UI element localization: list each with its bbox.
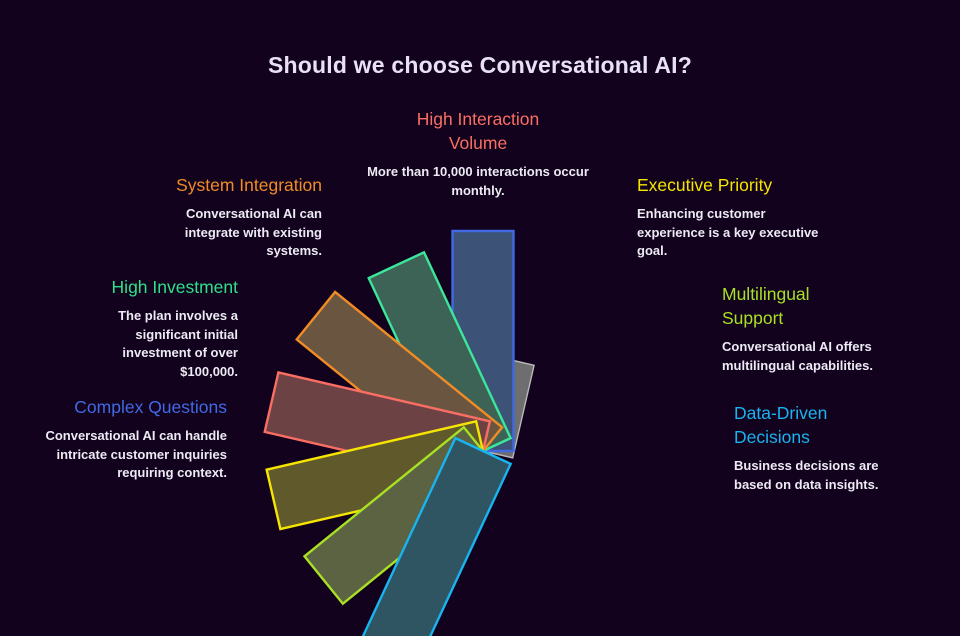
callout-executive-priority: Executive Priority Enhancing customer ex… xyxy=(637,173,827,261)
callout-body-data-driven-decisions: Business decisions are based on data ins… xyxy=(734,458,879,492)
callout-high-investment: High Investment The plan involves a sign… xyxy=(78,275,238,381)
fan-petal-group xyxy=(263,229,515,636)
callout-heading-multilingual-support: Multilingual Support xyxy=(722,284,810,328)
page-title: Should we choose Conversational AI? xyxy=(267,52,693,78)
callout-system-integration: System Integration Conversational AI can… xyxy=(140,173,322,261)
callout-body-high-interaction-volume: More than 10,000 interactions occur mont… xyxy=(367,164,589,198)
callout-heading-system-integration: System Integration xyxy=(176,175,322,195)
callout-body-high-investment: The plan involves a significant initial … xyxy=(118,308,238,379)
callout-data-driven-decisions: Data-Driven Decisions Business decisions… xyxy=(734,401,914,494)
callout-body-system-integration: Conversational AI can integrate with exi… xyxy=(184,206,322,258)
callout-high-interaction-volume: High Interaction Volume More than 10,000… xyxy=(358,107,598,200)
callout-body-multilingual-support: Conversational AI offers multilingual ca… xyxy=(722,339,873,373)
callout-heading-data-driven-decisions: Data-Driven Decisions xyxy=(734,403,828,447)
callout-body-complex-questions: Conversational AI can handle intricate c… xyxy=(45,428,227,480)
callout-heading-executive-priority: Executive Priority xyxy=(637,175,773,195)
fan-petal-data-driven-decisions[interactable] xyxy=(361,436,513,636)
callout-complex-questions: Complex Questions Conversational AI can … xyxy=(40,395,227,483)
callout-multilingual-support: Multilingual Support Conversational AI o… xyxy=(722,282,902,375)
callout-heading-complex-questions: Complex Questions xyxy=(74,397,227,417)
callout-heading-high-interaction-volume: High Interaction Volume xyxy=(416,109,540,153)
callout-heading-high-investment: High Investment xyxy=(111,277,238,297)
callout-body-executive-priority: Enhancing customer experience is a key e… xyxy=(637,206,819,258)
